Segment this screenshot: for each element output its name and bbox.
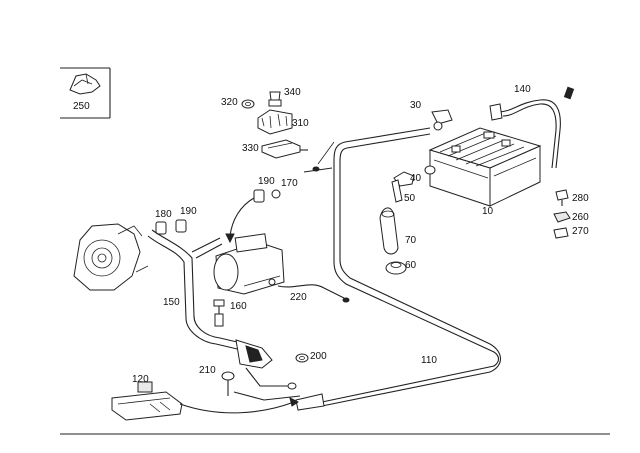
plug-170	[271, 189, 281, 199]
hose-50	[391, 165, 436, 203]
hose-70	[379, 207, 399, 255]
label-210: 210	[199, 365, 216, 376]
label-30: 30	[410, 100, 422, 111]
nut-320	[241, 99, 255, 109]
nut-200	[295, 353, 309, 363]
harness-150	[147, 229, 273, 369]
arrow-head-120	[289, 397, 299, 407]
module-120	[111, 381, 183, 421]
label-170: 170	[281, 178, 298, 189]
label-150: 150	[163, 297, 180, 308]
label-120: 120	[132, 374, 149, 385]
clip-260	[553, 211, 571, 223]
label-10: 10	[482, 206, 494, 217]
bolt-160	[213, 299, 225, 327]
label-320: 320	[221, 97, 238, 108]
cap-60	[385, 261, 407, 275]
label-40: 40	[410, 173, 422, 184]
cable-220	[277, 284, 350, 303]
clip-250	[69, 73, 101, 95]
label-190-lower: 190	[180, 206, 197, 217]
plug-190-upper	[253, 189, 265, 203]
label-110: 110	[421, 355, 437, 366]
clamp-30	[431, 109, 453, 131]
arrow-120	[179, 401, 295, 414]
label-50: 50	[404, 193, 416, 204]
cable-110	[295, 127, 502, 411]
label-180: 180	[155, 209, 172, 220]
label-310: 310	[292, 118, 309, 129]
relay-310	[257, 109, 293, 135]
label-160: 160	[230, 301, 247, 312]
label-140: 140	[514, 84, 531, 95]
screw-280	[555, 189, 569, 206]
cable-140	[489, 86, 575, 169]
inset-box	[60, 67, 111, 119]
label-200: 200	[310, 351, 327, 362]
arrow-head-190	[225, 233, 235, 244]
cap-180	[155, 221, 167, 235]
label-330: 330	[242, 143, 259, 154]
label-340: 340	[284, 87, 301, 98]
label-270: 270	[572, 226, 589, 237]
label-190-upper: 190	[258, 176, 275, 187]
label-70: 70	[405, 235, 417, 246]
alternator	[73, 223, 149, 291]
label-280: 280	[572, 193, 589, 204]
starter-motor	[213, 233, 285, 295]
battery-10	[428, 127, 542, 207]
label-60: 60	[405, 260, 417, 271]
label-260: 260	[572, 212, 589, 223]
ground-strap	[233, 367, 301, 401]
nut-210	[221, 371, 235, 396]
label-220: 220	[290, 292, 307, 303]
plate-270	[553, 227, 569, 239]
plug-190-lower	[175, 219, 187, 233]
bracket-330	[261, 139, 308, 159]
plug-340	[268, 91, 282, 107]
label-250: 250	[73, 101, 90, 112]
arrow-190	[229, 197, 255, 237]
